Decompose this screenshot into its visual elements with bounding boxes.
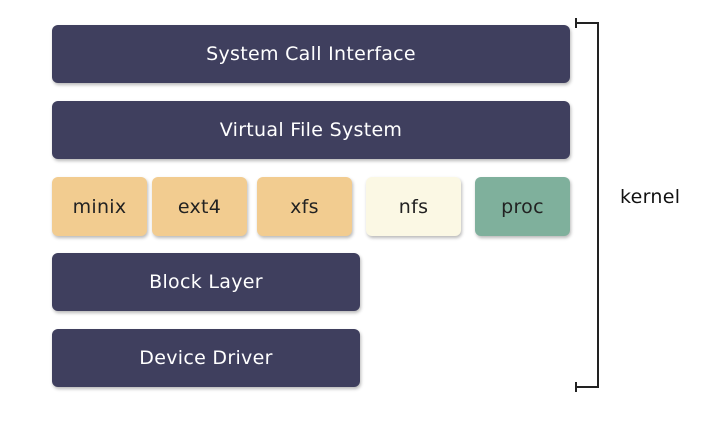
kernel-bracket-bottom-tick (576, 386, 599, 388)
block-layer: Block Layer (52, 253, 360, 311)
kernel-bracket-top-tick (576, 22, 599, 24)
virtual-file-system-layer: Virtual File System (52, 101, 570, 159)
fs-label-ext4: ext4 (177, 195, 222, 218)
kernel-bracket-top-cap (575, 18, 577, 28)
system-call-interface-layer: System Call Interface (52, 25, 570, 83)
fs-box-nfs: nfs (366, 177, 461, 236)
fs-label-proc: proc (501, 195, 544, 218)
device-driver-layer: Device Driver (52, 329, 360, 387)
fs-label-nfs: nfs (398, 195, 429, 218)
kernel-bracket-bottom-cap (575, 382, 577, 392)
fs-label-xfs: xfs (290, 195, 319, 218)
kernel-bracket-line (597, 22, 599, 388)
system-call-interface-label: System Call Interface (206, 43, 416, 65)
block-layer-label: Block Layer (149, 271, 263, 293)
device-driver-label: Device Driver (139, 347, 273, 369)
fs-box-ext4: ext4 (152, 177, 247, 236)
virtual-file-system-label: Virtual File System (219, 119, 403, 141)
fs-label-minix: minix (72, 195, 127, 218)
fs-box-xfs: xfs (257, 177, 352, 236)
fs-box-minix: minix (52, 177, 147, 236)
fs-box-proc: proc (475, 177, 570, 236)
kernel-label: kernel (620, 186, 681, 208)
